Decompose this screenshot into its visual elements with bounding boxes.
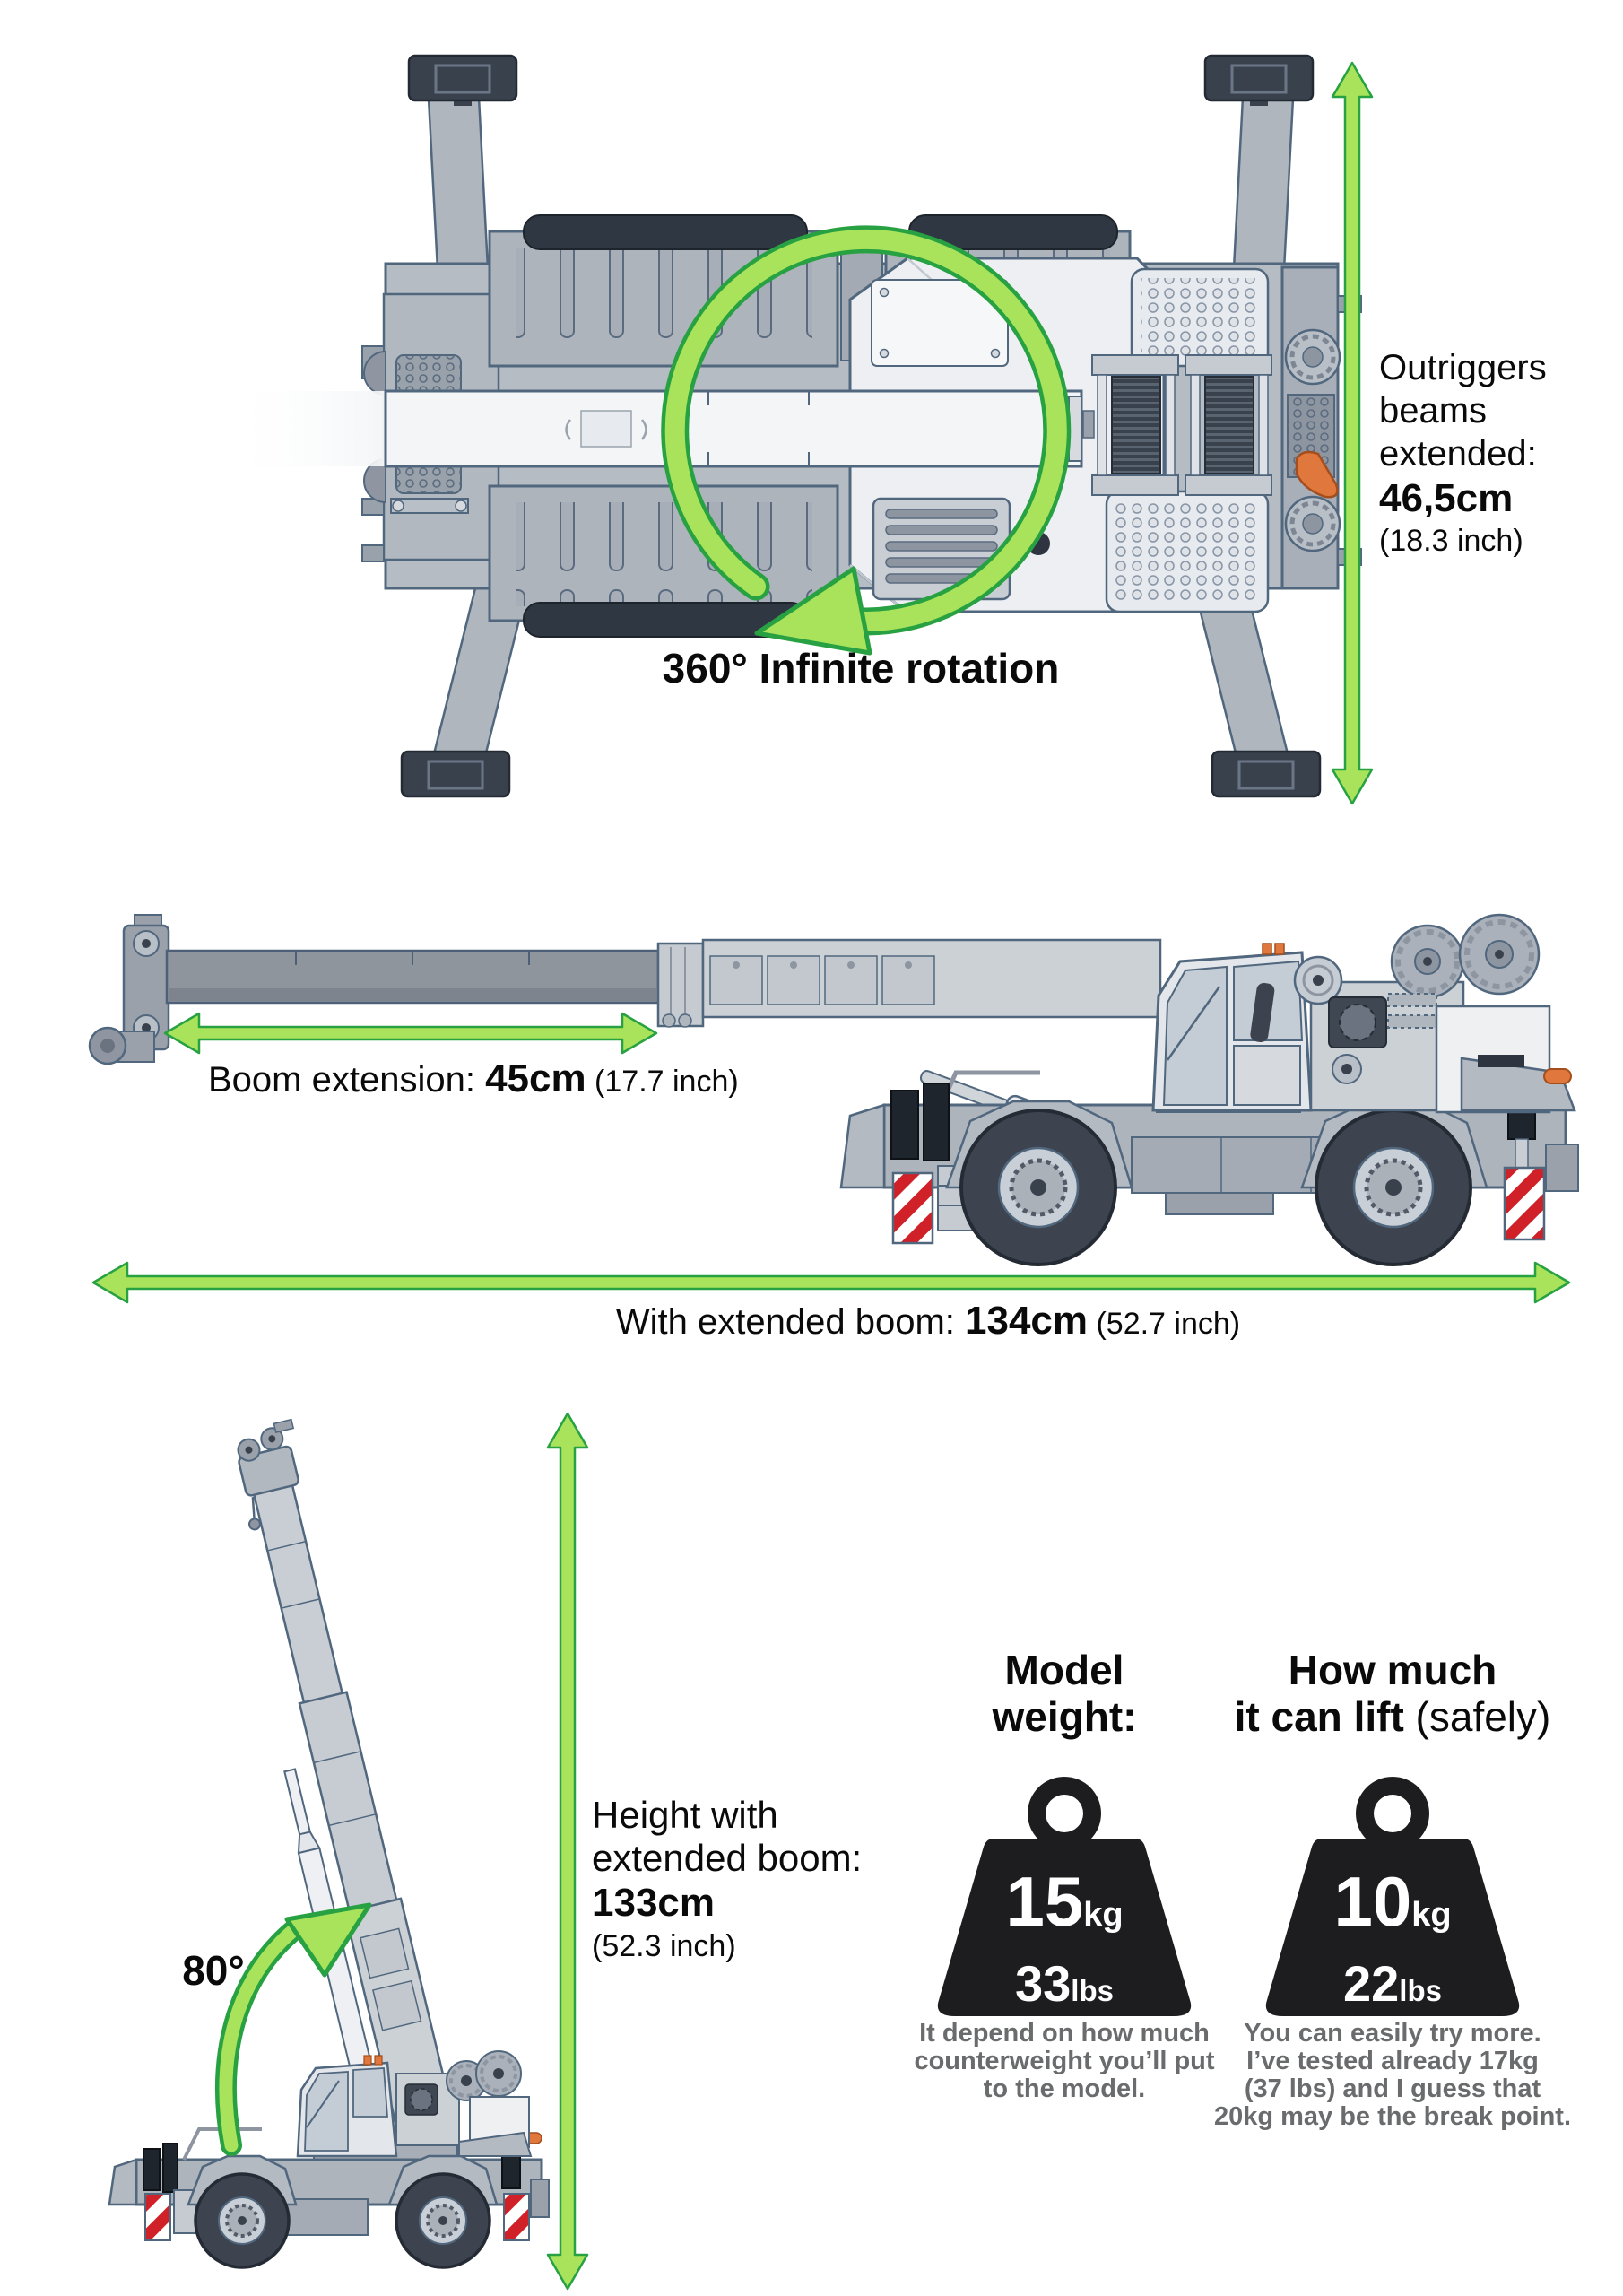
- rotation-label: 360° Infinite rotation: [662, 645, 1060, 691]
- model-weight-note-line3: to the model.: [983, 2074, 1146, 2103]
- outriggers-label-line1: Outriggers: [1379, 348, 1547, 387]
- crane-elevated-view-illustration: [108, 1412, 1520, 2291]
- overall-width-arrow: [91, 1261, 1571, 1304]
- outrigger-leg-top-right: [1203, 54, 1315, 286]
- model-weight-icon: [937, 1777, 1192, 2016]
- orange-detail: [1295, 450, 1339, 499]
- side-boom-head: [88, 914, 170, 1065]
- height-arrow: [546, 1412, 589, 2291]
- outriggers-label-line2: beams: [1379, 391, 1488, 430]
- lift-capacity-values: 10kg 22lbs: [1276, 1866, 1509, 2017]
- crane-side-view-illustration: [88, 913, 1579, 1304]
- height-value: 133cm: [592, 1881, 716, 1925]
- boom-angle-arrow: [215, 1902, 372, 2156]
- lift-title-line2-bold: it can lift: [1234, 1693, 1416, 1740]
- outrigger-leg-top-left: [407, 54, 518, 286]
- outrigger-leg-bottom-right: [1192, 569, 1322, 798]
- outriggers-value: 46,5cm: [1379, 476, 1514, 520]
- top-view-boom: [224, 389, 1083, 468]
- lift-title-line1: How much: [1288, 1647, 1497, 1693]
- outrigger-leg-bottom-left: [400, 569, 530, 798]
- lift-note-line1: You can easily try more.: [1244, 2019, 1541, 2048]
- model-weight-note-line1: It depend on how much: [919, 2019, 1210, 2048]
- side-superstructure: [1151, 913, 1576, 1114]
- outriggers-width-arrow: [1331, 61, 1374, 805]
- lift-lbs: 22: [1343, 1955, 1400, 2012]
- lift-capacity-icon: [1265, 1777, 1520, 2016]
- outriggers-label-line3: extended:: [1379, 434, 1537, 474]
- overall-width-label: With extended boom: 134cm (52.7 inch): [211, 1299, 1623, 1344]
- boom-extension-alt: (17.7 inch): [586, 1065, 739, 1099]
- model-weight-lbs-unit: lbs: [1071, 1974, 1114, 2007]
- model-weight-kg-unit: kg: [1083, 1896, 1124, 1934]
- lift-title-line2-normal: (safely): [1415, 1693, 1551, 1740]
- overall-width-alt: (52.7 inch): [1088, 1307, 1241, 1341]
- outriggers-alt-value: (18.3 inch): [1379, 524, 1523, 558]
- height-label-line2: extended boom:: [592, 1837, 863, 1879]
- model-weight-kg: 15: [1005, 1862, 1084, 1941]
- model-weight-title-line2: weight:: [992, 1693, 1137, 1740]
- crane-top-view-illustration: [224, 54, 1374, 805]
- side-wheels: [959, 1109, 1472, 1266]
- model-weight-note: It depend on how much counterweight you’…: [898, 2020, 1230, 2103]
- boom-extension-text: Boom extension:: [208, 1060, 486, 1100]
- top-view-engine-end: [1280, 265, 1362, 590]
- outriggers-label: Outriggers beams extended: 46,5cm (18.3 …: [1379, 346, 1612, 560]
- model-weight-title-line1: Model: [1004, 1647, 1124, 1693]
- hazard-pad-front: [144, 2193, 171, 2241]
- overall-width-text: With extended boom:: [615, 1302, 965, 1342]
- lift-lbs-unit: lbs: [1399, 1974, 1442, 2007]
- lift-note-line3: (37 lbs) and I guess that: [1244, 2074, 1541, 2103]
- boom-extension-label: Boom extension: 45cm (17.7 inch): [208, 1057, 739, 1101]
- overall-width-value: 134cm: [965, 1299, 1089, 1343]
- lift-kg: 10: [1333, 1862, 1412, 1941]
- hazard-pad-rear: [1503, 1166, 1546, 1241]
- elevated-truck: [108, 2050, 550, 2269]
- boom-angle-label: 80°: [182, 1947, 245, 1994]
- raised-boom: [237, 1418, 453, 2123]
- hazard-pad-front: [891, 1171, 934, 1245]
- model-weight-values: 15kg 33lbs: [948, 1866, 1181, 2017]
- side-boom: [165, 938, 1162, 1028]
- height-alt-value: (52.3 inch): [592, 1929, 736, 1963]
- lift-note-line4: 20kg may be the break point.: [1213, 2102, 1572, 2131]
- top-view-winches: [1082, 354, 1272, 496]
- rotation-circle-arrow: [661, 225, 1072, 656]
- lift-capacity-note: You can easily try more. I’ve tested alr…: [1200, 2020, 1585, 2131]
- model-weight-lbs: 33: [1015, 1955, 1072, 2012]
- lift-note-line2: I’ve tested already 17kg: [1246, 2047, 1539, 2075]
- lift-capacity-title: How much it can lift (safely): [1191, 1647, 1594, 1740]
- height-label: Height with extended boom: 133cm (52.3 i…: [592, 1794, 897, 1966]
- hazard-pad-rear: [503, 2193, 530, 2241]
- model-weight-title: Model weight:: [930, 1647, 1199, 1740]
- model-weight-note-line2: counterweight you’ll put: [914, 2047, 1215, 2075]
- height-label-line1: Height with: [592, 1794, 778, 1836]
- boom-extension-value: 45cm: [485, 1057, 586, 1100]
- lift-kg-unit: kg: [1411, 1896, 1452, 1934]
- boom-extension-arrow: [163, 1012, 658, 1055]
